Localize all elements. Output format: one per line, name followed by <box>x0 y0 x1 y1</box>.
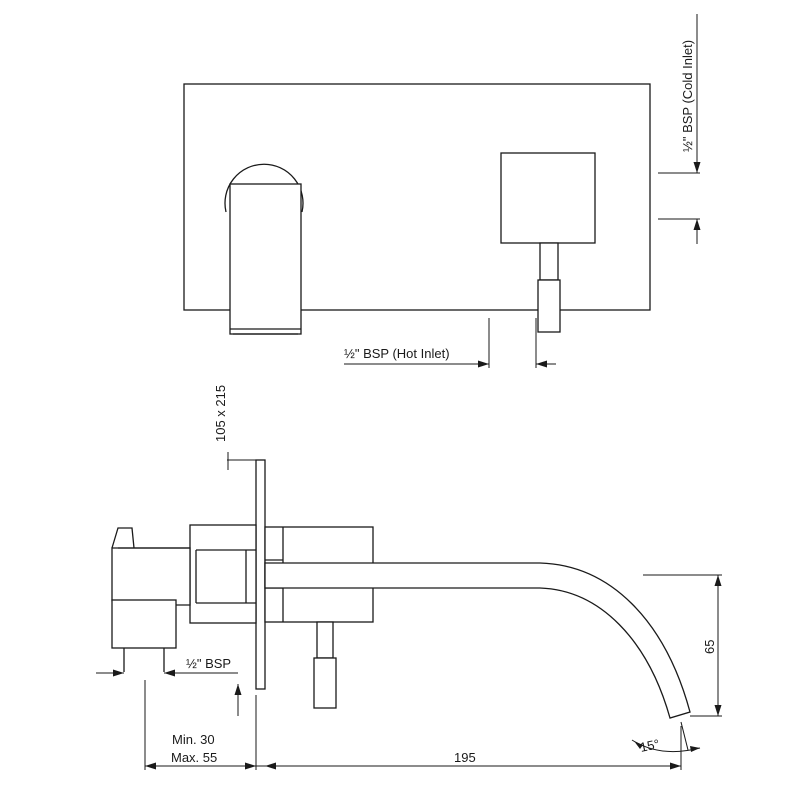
depth-dimension: Min. 30 Max. 55 <box>144 680 257 770</box>
hot-inlet-dimension: ½" BSP (Hot Inlet) <box>344 318 556 368</box>
plate-size-dimension: 105 x 215 <box>213 385 256 470</box>
spout-body <box>229 183 302 335</box>
side-inlet-dimension: ½" BSP <box>96 656 242 716</box>
side-lever-stem <box>316 621 334 659</box>
side-view: 105 x 215 ½" BSP Min. 30 Max. 55 <box>96 385 722 770</box>
side-inlet-label: ½" BSP <box>186 656 231 671</box>
valve-body-rear <box>189 524 257 624</box>
side-lever-grip <box>313 657 337 709</box>
rear-cartridge <box>111 547 191 606</box>
spout-length-label: 195 <box>454 750 476 765</box>
side-spout <box>264 562 691 719</box>
spout-angle-label: 15° <box>639 736 661 755</box>
lever-stem <box>539 242 559 281</box>
min-depth-label: Min. 30 <box>172 732 215 747</box>
lever-handle <box>500 152 596 244</box>
cold-inlet-dimension: ½" BSP (Cold Inlet) <box>658 14 701 244</box>
lever-grip <box>537 279 561 333</box>
front-view: ½" BSP (Cold Inlet) ½" BSP (Hot Inlet) <box>183 14 701 368</box>
rear-inlet-block <box>111 599 177 649</box>
side-wall-plate <box>255 459 266 690</box>
spout-angle-dimension: 15° <box>631 721 701 755</box>
spout-length-dimension: 195 <box>256 726 682 770</box>
max-depth-label: Max. 55 <box>171 750 217 765</box>
plate-size-label: 105 x 215 <box>213 385 228 442</box>
cold-inlet-label: ½" BSP (Cold Inlet) <box>680 40 695 152</box>
hot-inlet-label: ½" BSP (Hot Inlet) <box>344 346 450 361</box>
spout-height-dimension: 65 <box>643 574 722 717</box>
wall-plate <box>183 83 651 311</box>
spout-height-label: 65 <box>702 640 717 654</box>
